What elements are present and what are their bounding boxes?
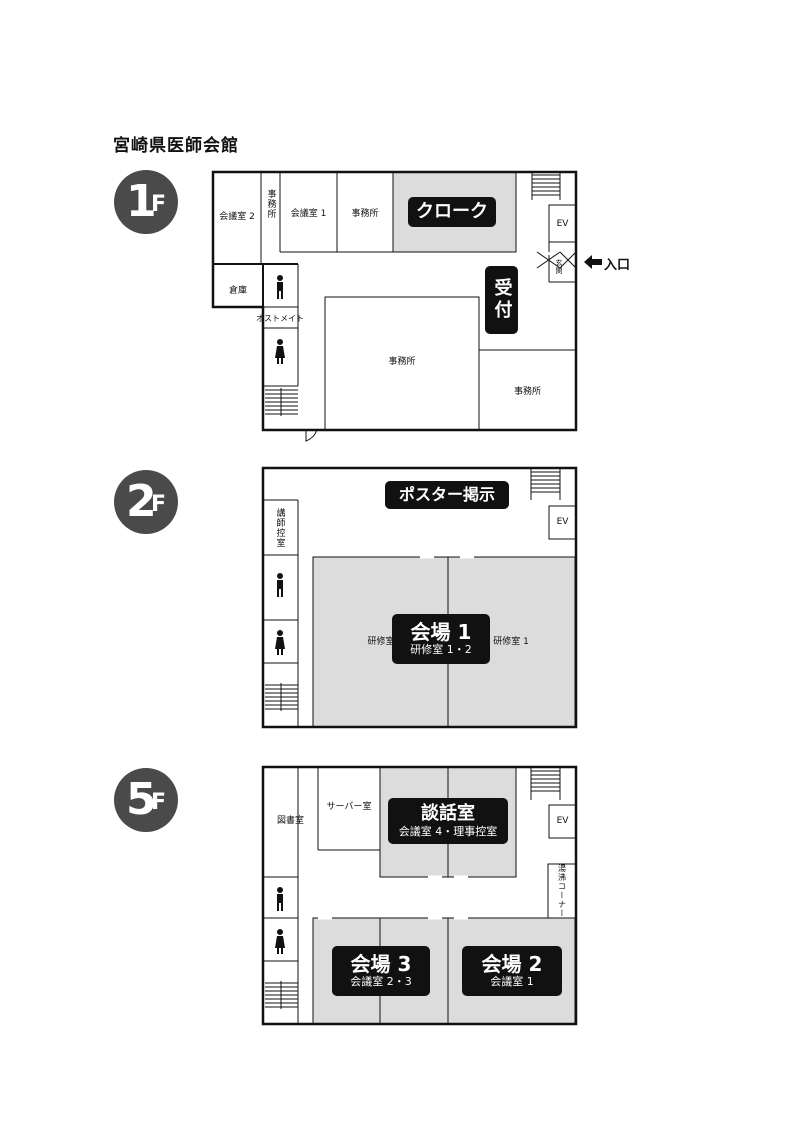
toilet-icons [275,275,285,954]
floor-badge-2f: 2 F [114,470,178,534]
label-poster-text: ポスター掲示 [398,485,495,504]
label-danwa-text: 談話室 [421,803,475,824]
label-venue1-text: 会場 1 [410,620,472,644]
room-yuwakashi: 湯沸コーナー [557,864,567,918]
label-danwa: 談話室 会議室 4・理事控室 [388,798,508,844]
label-cloak: クローク [408,197,496,227]
label-venue2-text: 会場 2 [481,952,543,976]
floor-number: 5 [126,774,157,825]
female-toilet-icon [275,929,285,954]
elevator-5f: EV [556,816,569,826]
stairs-1f-top [532,172,561,200]
male-toilet-icon [277,887,283,911]
female-toilet-icon [275,339,285,364]
stairs-2f-top [531,468,561,500]
floor-number: 2 [126,476,157,527]
entrance-label: 入口 [604,258,631,273]
male-toilet-icon [277,275,283,299]
room-genkan: 玄関 [555,259,563,275]
page-title: 宮崎県医師会館 [113,136,239,156]
label-uketsuke-text: 受付 [491,278,513,322]
room-jimusho-center: 事務所 [388,356,416,367]
female-toilet-icon [275,630,285,655]
elevator-2f: EV [556,517,569,527]
room-kaigi2: 会議室 2 [219,211,255,222]
1f-outline [211,170,578,432]
stairs-1f-bottom [263,385,298,416]
floor-number: 1 [126,176,157,227]
room-kenshu-left: 研修室 [367,636,395,647]
stairs-2f-bottom [265,683,298,711]
label-cloak-text: クローク [416,201,488,222]
male-toilet-icon [277,573,283,597]
label-danwa-sub: 会議室 4・理事控室 [398,825,498,838]
room-kenshu-right: 研修室 1 [493,636,529,647]
2f-outline [261,466,578,729]
label-venue1-sub: 研修室 1・2 [410,643,472,656]
room-jimusho-vertical: 事務所 [265,189,276,219]
room-kaigi1: 会議室 1 [290,208,327,219]
stairs-5f-top [531,767,561,800]
label-venue3-text: 会場 3 [350,952,412,976]
label-venue1: 会場 1 研修室 1・2 [392,614,490,664]
floor-suffix: F [151,790,167,815]
room-koushi: 講師控室 [274,508,285,548]
stairs-5f-bottom [265,981,298,1009]
floor-badge-1f: 1 F [114,170,178,234]
label-venue3-sub: 会議室 2・3 [350,975,412,988]
elevator-1f: EV [556,219,569,229]
label-uketsuke: 受付 [485,266,518,334]
label-venue2: 会場 2 会議室 1 [462,946,562,996]
floor-badge-5f: 5 F [114,768,178,832]
room-ostomate: オストメイト [256,313,304,323]
room-server: サーバー室 [326,801,372,812]
label-venue2-sub: 会議室 1 [490,975,534,988]
entrance-doors [536,251,577,283]
floor-suffix: F [151,192,167,217]
room-jimusho-top: 事務所 [351,208,379,219]
5f-outline [261,765,578,1026]
label-venue3: 会場 3 会議室 2・3 [332,946,430,996]
floor-suffix: F [151,492,167,517]
room-jimusho-right: 事務所 [513,386,541,397]
room-toshoshitsu: 図書室 [276,815,304,826]
label-poster: ポスター掲示 [385,481,509,509]
room-souko: 倉庫 [228,285,247,296]
